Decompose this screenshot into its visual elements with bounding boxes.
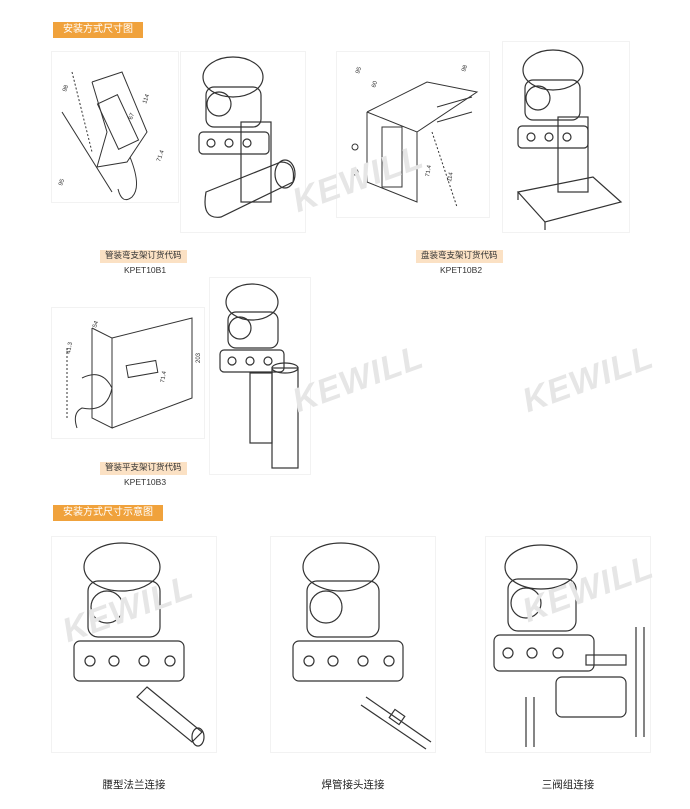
transmitter-pipe-mount-image [181, 52, 305, 232]
bracket-b3-drawing: 41.3 54 203 71.4 [52, 308, 204, 438]
transmitter-panel-mount-image [503, 42, 629, 232]
svg-text:71.4: 71.4 [425, 164, 433, 177]
svg-text:114: 114 [142, 93, 151, 105]
svg-text:54: 54 [92, 320, 100, 329]
svg-text:71.4: 71.4 [156, 149, 166, 163]
svg-text:71.4: 71.4 [160, 370, 168, 383]
svg-text:203: 203 [196, 352, 202, 363]
bracket-b1-code: KPET10B1 [124, 265, 167, 275]
svg-text:41.3: 41.3 [66, 341, 74, 354]
svg-text:67: 67 [128, 112, 136, 121]
svg-text:95: 95 [355, 66, 363, 75]
svg-text:114: 114 [447, 171, 455, 182]
caption-flange: 腰型法兰连接 [102, 779, 166, 791]
bracket-b3-label: 管装平支架订货代码 [100, 462, 187, 475]
svg-text:98: 98 [461, 64, 469, 73]
bracket-b2-drawing: 95 98 114 71.4 60 [337, 52, 489, 217]
transmitter-vertical-pipe-image [210, 278, 310, 474]
bracket-b1-drawing: 98 114 67 71.4 95 [52, 52, 178, 202]
caption-manifold: 三阀组连接 [541, 779, 595, 791]
section-heading-schematic: 安装方式尺寸示意图 [53, 505, 163, 521]
caption-weld: 焊管接头连接 [321, 779, 385, 791]
bracket-b1-label: 管装弯支架订货代码 [100, 250, 187, 263]
dim-label: 98 [62, 84, 70, 93]
brand-watermark: KEWILL [517, 337, 659, 421]
svg-text:95: 95 [58, 178, 66, 187]
connection-flange-image [52, 537, 216, 752]
bracket-b3-code: KPET10B3 [124, 477, 167, 487]
bracket-b1-svg: 98 114 67 71.4 95 [58, 71, 166, 201]
bracket-b2-label: 盘装弯支架订货代码 [416, 250, 503, 263]
section-heading-dimensions: 安装方式尺寸图 [53, 22, 143, 38]
connection-weld-image [271, 537, 435, 752]
connection-manifold-image [486, 537, 650, 752]
svg-text:60: 60 [371, 80, 379, 89]
bracket-b2-code: KPET10B2 [440, 265, 483, 275]
